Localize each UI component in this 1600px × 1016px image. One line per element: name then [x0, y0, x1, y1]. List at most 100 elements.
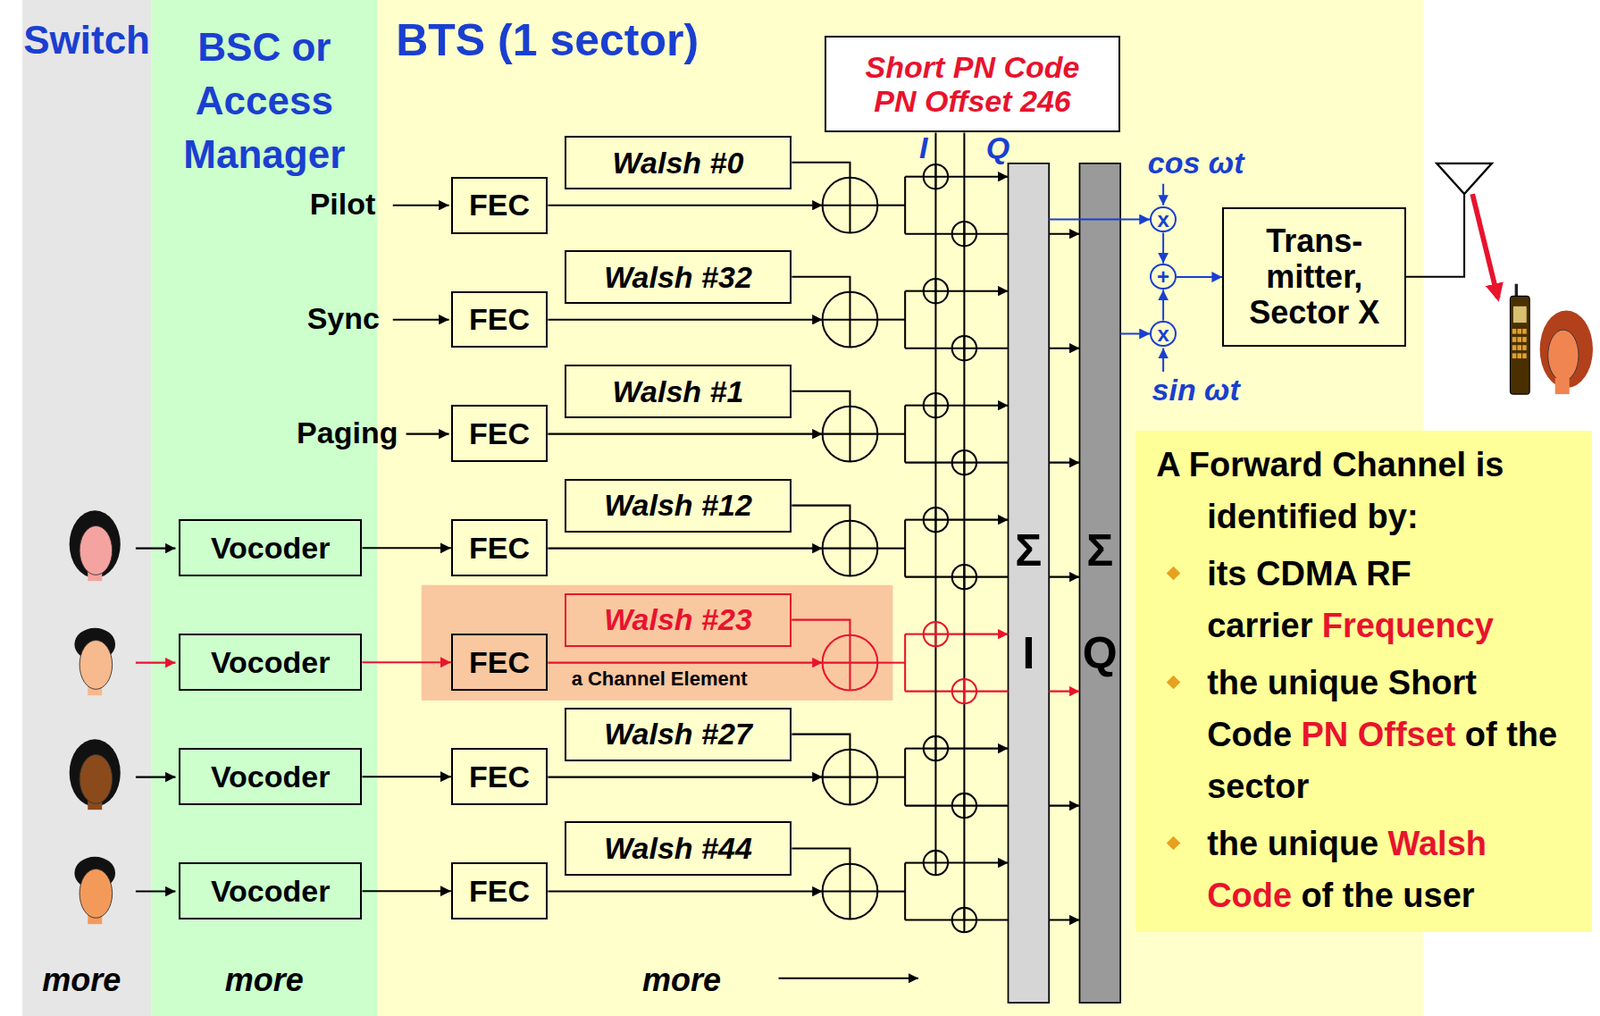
xor-symbol [952, 793, 977, 818]
panel-fill [421, 585, 894, 701]
signal-wire [135, 776, 176, 779]
node-text: I [1008, 630, 1050, 676]
caller-face [74, 856, 116, 924]
node-text: more [16, 961, 146, 999]
xor-symbol [822, 863, 879, 920]
xor-symbol [952, 564, 977, 589]
text-slot: Switch [9, 18, 163, 62]
signal-arrow [1176, 276, 1223, 278]
fec-box: FEC [451, 633, 549, 691]
signal-name: I [913, 130, 933, 166]
caller-face [69, 738, 121, 810]
box-label: FEC [469, 530, 530, 566]
walsh-code-box: Walsh #32 [564, 250, 793, 305]
signal-wire [1048, 919, 1080, 922]
fec-box: FEC [451, 519, 549, 577]
signal-arrow [1048, 218, 1150, 221]
panel-fill [1079, 163, 1121, 1003]
vocoder-box: Vocoder [178, 633, 363, 691]
box-label: Vocoder [210, 645, 331, 680]
fec-box: FEC [451, 404, 549, 462]
switch-band: Switchmore [22, 0, 151, 1016]
signal-wire [904, 347, 953, 350]
signal-wire [547, 547, 822, 550]
text-slot: I [1008, 630, 1050, 676]
signal-wire [547, 776, 822, 779]
signal-wire [947, 290, 1008, 293]
channel-name: Paging [242, 415, 399, 451]
box-label: Trans- mitter, Sector X [1233, 223, 1395, 332]
note-paragraph: the uniqueWalsh Codeof the user [1156, 820, 1582, 925]
bsc-band: BSC or Access ManagermoreVocoderVocoderV… [150, 0, 378, 1016]
box-label: + [1156, 266, 1170, 288]
label-slot: Q [981, 130, 1015, 166]
note-box: A Forward Channel is identified by:its C… [1135, 430, 1592, 932]
box-label: FEC [469, 873, 530, 909]
signal-wire [547, 433, 822, 436]
box-label: Walsh #12 [603, 487, 753, 523]
note-paragraph: A Forward Channel is identified by: [1156, 442, 1582, 546]
mixer-circle: x [1149, 206, 1177, 234]
box-label: FEC [469, 187, 530, 223]
box-label: Walsh #44 [603, 830, 753, 866]
text-slot: more [630, 961, 733, 999]
box-label: Walsh #1 [612, 374, 745, 410]
signal-wire [976, 919, 1008, 922]
xor-symbol [952, 335, 977, 361]
signal-wire [904, 404, 924, 407]
note-paragraph: the unique Short CodePN Offsetof the sec… [1156, 660, 1582, 816]
node-heading: BSC or Access Manager [152, 20, 376, 181]
node-heading: Switch [9, 18, 163, 62]
signal-wire [904, 519, 924, 521]
node-heading: BTS (1 sector) [395, 16, 846, 66]
walsh-code-box: Walsh #27 [564, 707, 793, 763]
xor-symbol [952, 221, 977, 246]
note-text: PN Offset [1300, 715, 1456, 754]
panel-fill [150, 0, 378, 1016]
signal-arrow [1162, 289, 1165, 320]
signal-wire [904, 634, 906, 692]
transmitter-box: Trans- mitter, Sector X [1222, 207, 1407, 347]
signal-wire [904, 862, 906, 921]
signal-wire [904, 748, 906, 806]
xor-symbol [923, 736, 948, 761]
note-text: the unique [1206, 824, 1379, 863]
xor-symbol [952, 678, 977, 704]
panel-fill [1008, 163, 1050, 1003]
signal-wire [547, 204, 822, 207]
channel-element: a Channel Element FEC Walsh #23 [421, 584, 894, 700]
xor-symbol [923, 393, 948, 418]
vocoder-box: Vocoder [178, 862, 363, 920]
box-label: Walsh #23 [603, 602, 753, 637]
signal-wire [791, 734, 850, 750]
signal-wire [947, 633, 1008, 636]
signal-wire [976, 690, 1008, 693]
fec-box: FEC [451, 291, 549, 349]
xor-symbol [923, 507, 948, 532]
text-slot: a Channel Element [571, 667, 807, 691]
walsh-code-box: Walsh #44 [564, 820, 793, 876]
walsh-code-box: Walsh #12 [564, 478, 793, 534]
text-slot: BSC or Access Manager [152, 20, 376, 181]
signal-wire [904, 290, 924, 293]
signal-arrow [361, 546, 451, 549]
signal-wire [1406, 193, 1465, 277]
signal-wire [1162, 184, 1165, 206]
signal-wire [791, 619, 850, 636]
xor-symbol [822, 520, 879, 577]
node-text: more [150, 961, 378, 999]
signal-wire [791, 848, 850, 864]
signal-wire [904, 461, 953, 464]
xor-symbol [952, 450, 977, 475]
xor-symbol [822, 177, 879, 234]
text-slot: Σ [1008, 527, 1050, 573]
signal-wire [976, 233, 1008, 235]
signal-wire [1472, 193, 1499, 299]
label-slot: Paging [242, 415, 399, 451]
caller-face [69, 510, 121, 581]
signal-wire [877, 661, 905, 664]
signal-wire [547, 318, 822, 321]
signal-wire [877, 890, 905, 893]
label-slot: I [913, 130, 933, 166]
